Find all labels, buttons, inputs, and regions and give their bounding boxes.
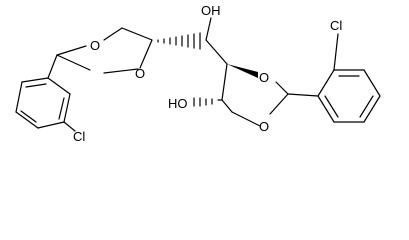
hashed-wedge-bond (157, 32, 201, 50)
oxygen-label-dioxane-lower: O (259, 119, 269, 134)
side-chain (157, 17, 228, 65)
right-chlorophenyl-ring (317, 33, 381, 123)
hydroxyl-label-left: HO (168, 96, 188, 111)
hashed-wedge-ho (193, 97, 223, 107)
chlorine-label-left: Cl (73, 129, 85, 144)
oxygen-label-dioxolane-bottom: O (135, 66, 145, 81)
structure-diagram: O O OH O O HO Cl Cl (15, 3, 381, 144)
chlorine-label-right: Cl (330, 18, 342, 33)
oxygen-label-dioxolane-top: O (90, 38, 100, 53)
dioxane-ring (193, 63, 319, 127)
oxygen-label-dioxane-upper: O (259, 70, 269, 85)
hydroxyl-label-top: OH (201, 3, 221, 18)
dioxolane-ring (56, 27, 153, 74)
left-chlorophenyl-ring (15, 54, 76, 132)
bold-wedge-bond (227, 64, 258, 78)
